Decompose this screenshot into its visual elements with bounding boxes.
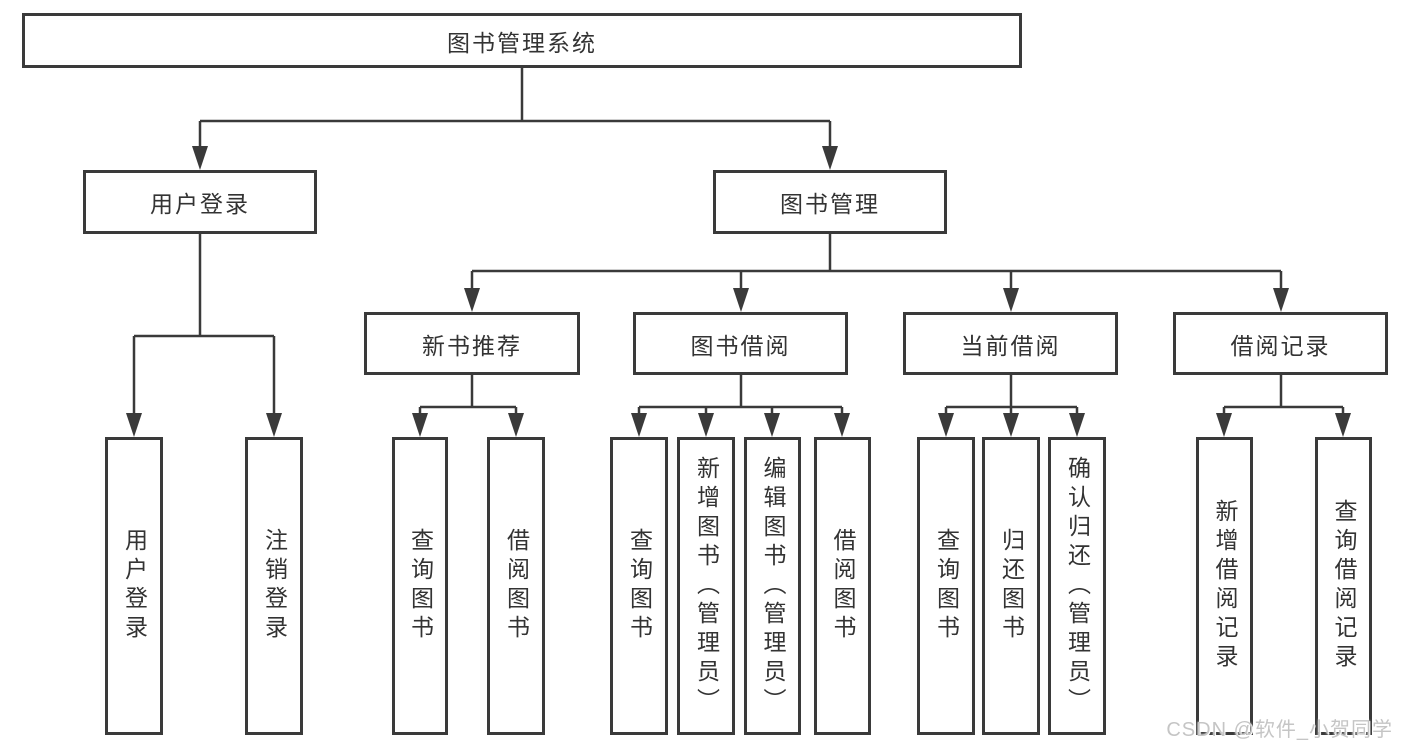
leaf-logout: 注销登录 — [245, 437, 303, 735]
node-current-borrowing: 当前借阅 — [903, 312, 1118, 375]
leaf-add-borrow-record: 新增借阅记录 — [1196, 437, 1253, 735]
leaf-user-login: 用户登录 — [105, 437, 163, 735]
node-book-borrowing: 图书借阅 — [633, 312, 848, 375]
leaf-query-books-recommend: 查询图书 — [392, 437, 448, 735]
leaf-confirm-return-admin: 确认归还（管理员） — [1048, 437, 1106, 735]
node-book-management: 图书管理 — [713, 170, 947, 234]
node-borrowing-records: 借阅记录 — [1173, 312, 1388, 375]
leaf-return-books: 归还图书 — [982, 437, 1040, 735]
leaf-add-books-admin: 新增图书（管理员） — [677, 437, 735, 735]
leaf-borrow-books: 借阅图书 — [814, 437, 871, 735]
leaf-edit-books-admin: 编辑图书（管理员） — [744, 437, 801, 735]
leaf-query-books-borrowing: 查询图书 — [610, 437, 668, 735]
csdn-watermark: CSDN @软件_小贺同学 — [1166, 719, 1393, 741]
leaf-borrow-books-recommend: 借阅图书 — [487, 437, 545, 735]
node-user-login-group: 用户登录 — [83, 170, 317, 234]
node-library-management-system: 图书管理系统 — [22, 13, 1022, 68]
leaf-query-borrow-record: 查询借阅记录 — [1315, 437, 1372, 735]
leaf-query-books-current: 查询图书 — [917, 437, 975, 735]
node-new-book-recommend: 新书推荐 — [364, 312, 580, 375]
